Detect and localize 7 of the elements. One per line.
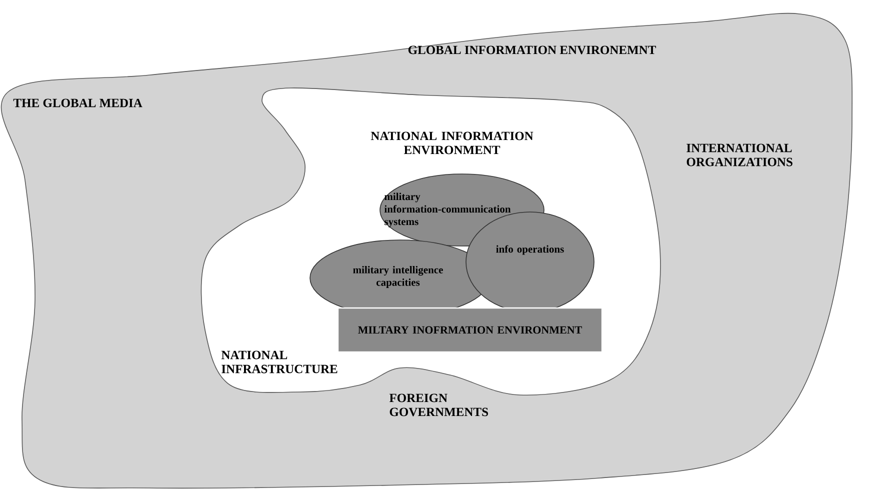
region-label: NATIONAL INFORMATION ENVIRONMENT bbox=[370, 132, 534, 154]
region-label: NATIONAL INFRASTRUCTURE bbox=[221, 350, 338, 374]
region-label: FOREIGN GOVERNMENTS bbox=[389, 394, 488, 416]
rectangle-box: MILTARY INOFRMATION ENVIRONMENT bbox=[337, 307, 603, 353]
region-label: GLOBAL INFORMATION ENVIRONEMNT bbox=[408, 46, 656, 54]
region-label: INTERNATIONAL ORGANIZATIONS bbox=[686, 144, 792, 166]
region-label: THE GLOBAL MEDIA bbox=[13, 98, 142, 108]
